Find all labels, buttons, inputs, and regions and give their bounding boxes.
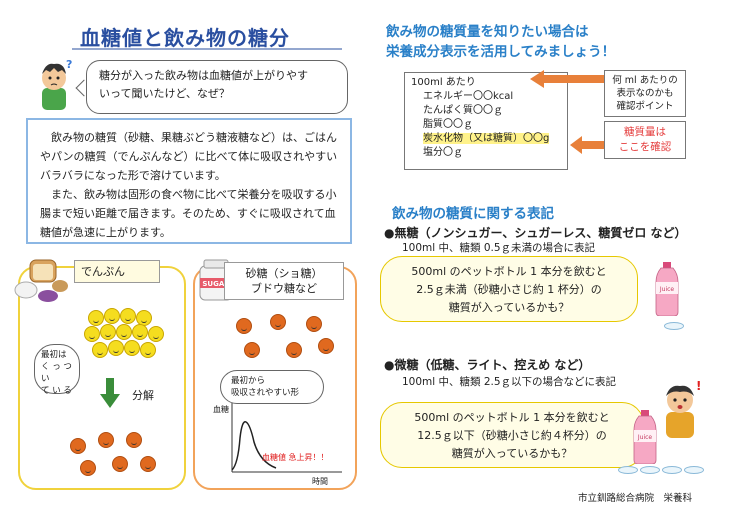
surprised-person-icon: ! <box>666 379 701 438</box>
spoon-icon <box>684 466 704 474</box>
starch-bubble-line: て い る <box>41 386 72 396</box>
nutrition-row: 100ml あたり <box>411 77 476 88</box>
muto-subtext: 100ml 中、糖類 0.5ｇ未満の場合に表記 <box>402 242 596 254</box>
glucose-smile-icon <box>140 342 156 358</box>
explain-paragraph-2: また、飲み物は固形の食べ物に比べて栄養分を吸収する小腸まで短い距離で届きます。そ… <box>40 188 337 239</box>
bito-bubble-line: 12.5ｇ以下（砂糖小さじ約４杯分）の <box>417 429 607 442</box>
right-title-line-2: 栄養成分表示を活用してみましょう！ <box>386 44 616 60</box>
arrow-left-icon <box>530 70 604 88</box>
glucose-smile-icon <box>92 342 108 358</box>
nutrition-row: たんぱく質〇〇ｇ <box>423 105 503 116</box>
glucose-brown-icon <box>318 338 334 354</box>
bito-bubble-line: 糖質が入っているかも？ <box>451 447 573 460</box>
note1-line: 確認ポイント <box>616 101 674 112</box>
confused-person-icon: ? <box>42 58 72 110</box>
juice-bottle-icon: Juice <box>655 262 679 316</box>
section-title: 飲み物の糖質に関する表記 <box>392 206 554 222</box>
note2-line: ここを確認 <box>618 141 672 153</box>
sugar-bubble-line-1: 最初から <box>231 376 266 386</box>
sugar-bubble-line-2: 吸収されやすい形 <box>231 388 300 398</box>
sugar-label: 砂糖（ショ糖） ブドウ糖など <box>224 262 344 300</box>
glucose-smile-icon <box>124 340 140 356</box>
starch-bubble: 最初は く っ つ い て い る <box>34 344 80 396</box>
glucose-brown-icon <box>98 432 114 448</box>
spoon-icon <box>664 322 684 330</box>
muto-bubble-line: 2.5ｇ未満（砂糖小さじ約 1 杯分）の <box>416 283 602 296</box>
muto-heading: ●無糖（ノンシュガー、シュガーレス、糖質ゼロ など） <box>384 226 687 240</box>
glucose-brown-icon <box>236 318 252 334</box>
note2-line: 糖質量は <box>624 126 666 138</box>
glucose-smile-icon <box>116 324 132 340</box>
glucose-smile-icon <box>132 324 148 340</box>
glucose-brown-icon <box>306 316 322 332</box>
muto-bubble: 500ml のペットボトル 1 本分を飲むと 2.5ｇ未満（砂糖小さじ約 1 杯… <box>380 256 638 322</box>
title-underline <box>72 48 342 50</box>
arrow-down-icon <box>100 378 120 408</box>
starch-cluster <box>82 304 178 368</box>
starch-bubble-line: く っ つ い <box>41 362 72 384</box>
glucose-brown-icon <box>286 342 302 358</box>
right-title-line-1: 飲み物の糖質量を知りたい場合は <box>386 24 589 40</box>
graph-y-label: 血糖 <box>213 405 229 414</box>
glucose-smile-icon <box>148 326 164 342</box>
nutrition-row: 脂質〇〇ｇ <box>423 119 473 130</box>
footer-credit: 市立釧路総合病院 栄養科 <box>578 493 693 504</box>
bread-rice-potato-icon <box>14 259 68 302</box>
spike-label: 血糖値 急上昇！！ <box>262 453 329 462</box>
spoon-icon <box>618 466 638 474</box>
decompose-label: 分解 <box>132 389 154 402</box>
arrow-left-icon <box>570 136 604 154</box>
glucose-smile-icon <box>88 310 104 326</box>
muto-bubble-line: 糖質が入っているかも？ <box>448 301 570 314</box>
spoon-icon <box>662 466 682 474</box>
speech-line-1: 糖分が入った飲み物は血糖値が上がりやす <box>99 69 308 82</box>
blood-sugar-graph <box>231 402 342 473</box>
muto-bubble-line: 500ml のペットボトル 1 本分を飲むと <box>411 265 607 278</box>
graph-x-label: 時間 <box>312 477 328 486</box>
bito-bubble: 500ml のペットボトル 1 本分を飲むと 12.5ｇ以下（砂糖小さじ約４杯分… <box>380 402 644 468</box>
bito-bubble-line: 500ml のペットボトル 1 本分を飲むと <box>414 411 610 424</box>
svg-text:!: ! <box>696 379 701 393</box>
speech-line-2: いって聞いたけど、なぜ？ <box>99 87 230 100</box>
nutrition-label: 100ml あたり エネルギー〇〇kcal たんぱく質〇〇ｇ 脂質〇〇ｇ 炭水化… <box>404 72 568 170</box>
glucose-brown-icon <box>80 460 96 476</box>
question-speech-bubble: 糖分が入った飲み物は血糖値が上がりやす いって聞いたけど、なぜ？ <box>86 60 348 114</box>
note-per-ml: 何 ml あたりの 表示なのかも 確認ポイント <box>604 70 686 117</box>
page-title: 血糖値と飲み物の糖分 <box>80 26 290 50</box>
glucose-brown-icon <box>140 456 156 472</box>
note1-line: 表示なのかも <box>616 88 674 99</box>
nutrition-row-highlight: 炭水化物（又は糖質）〇〇g <box>423 133 550 144</box>
explanation-box: 飲み物の糖質（砂糖、果糖ぶどう糖液糖など）は、ごはんやパンの糖質（でんぷんなど）… <box>26 118 352 244</box>
glucose-smile-icon <box>84 326 100 342</box>
explain-paragraph-1: 飲み物の糖質（砂糖、果糖ぶどう糖液糖など）は、ごはんやパンの糖質（でんぷんなど）… <box>40 131 338 182</box>
sugar-label-line-2: ブドウ糖など <box>251 282 317 295</box>
nutrition-row: 塩分〇ｇ <box>423 147 463 158</box>
sugar-label-line-1: 砂糖（ショ糖） <box>245 267 323 280</box>
juice-label: Juice <box>637 434 653 441</box>
glucose-smile-icon <box>104 308 120 324</box>
glucose-brown-icon <box>244 342 260 358</box>
glucose-smile-icon <box>120 308 136 324</box>
starch-label: でんぷん <box>74 260 160 283</box>
juice-bottle-icon: Juice <box>633 410 657 464</box>
spoon-icon <box>640 466 660 474</box>
note-check-sugar: 糖質量は ここを確認 <box>604 121 686 159</box>
sugar-jar-label: SUGAR <box>202 280 230 288</box>
glucose-brown-icon <box>126 432 142 448</box>
note1-line: 何 ml あたりの <box>612 75 678 86</box>
juice-label: Juice <box>659 286 675 293</box>
bito-heading: ●微糖（低糖、ライト、控えめ など） <box>384 358 591 372</box>
svg-text:?: ? <box>66 58 72 71</box>
sugar-bubble: 最初から 吸収されやすい形 <box>220 370 324 404</box>
glucose-smile-icon <box>108 340 124 356</box>
nutrition-row: エネルギー〇〇kcal <box>423 91 514 102</box>
glucose-brown-icon <box>70 438 86 454</box>
starch-bubble-line: 最初は <box>41 350 67 360</box>
bito-subtext: 100ml 中、糖類 2.5ｇ以下の場合などに表記 <box>402 376 617 388</box>
glucose-brown-icon <box>112 456 128 472</box>
right-title: 飲み物の糖質量を知りたい場合は 栄養成分表示を活用してみましょう！ <box>386 22 615 62</box>
glucose-brown-icon <box>270 314 286 330</box>
glucose-smile-icon <box>100 324 116 340</box>
